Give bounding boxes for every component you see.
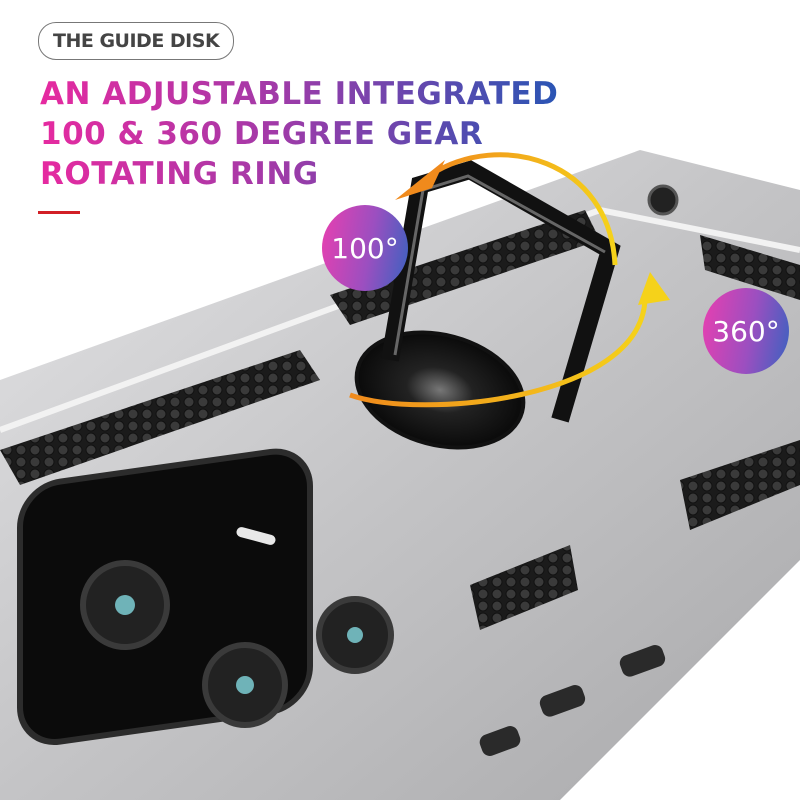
arrow-360 — [349, 299, 648, 408]
badge-100-degree: 100° — [322, 205, 408, 291]
guide-disk-tag: THE GUIDE DISK — [38, 22, 235, 60]
badge-360-degree: 360° — [703, 288, 789, 374]
ring-loop — [381, 160, 621, 423]
headline-line-1: AN ADJUSTABLE INTEGRATED — [40, 76, 559, 112]
arrow-100 — [428, 152, 618, 266]
red-accent-bar — [38, 211, 80, 214]
headline-line-3: ROTATING RING — [40, 156, 319, 192]
headline-line-2: 100 & 360 DEGREE GEAR — [40, 116, 484, 152]
headline: AN ADJUSTABLE INTEGRATED 100 & 360 DEGRE… — [40, 74, 558, 194]
